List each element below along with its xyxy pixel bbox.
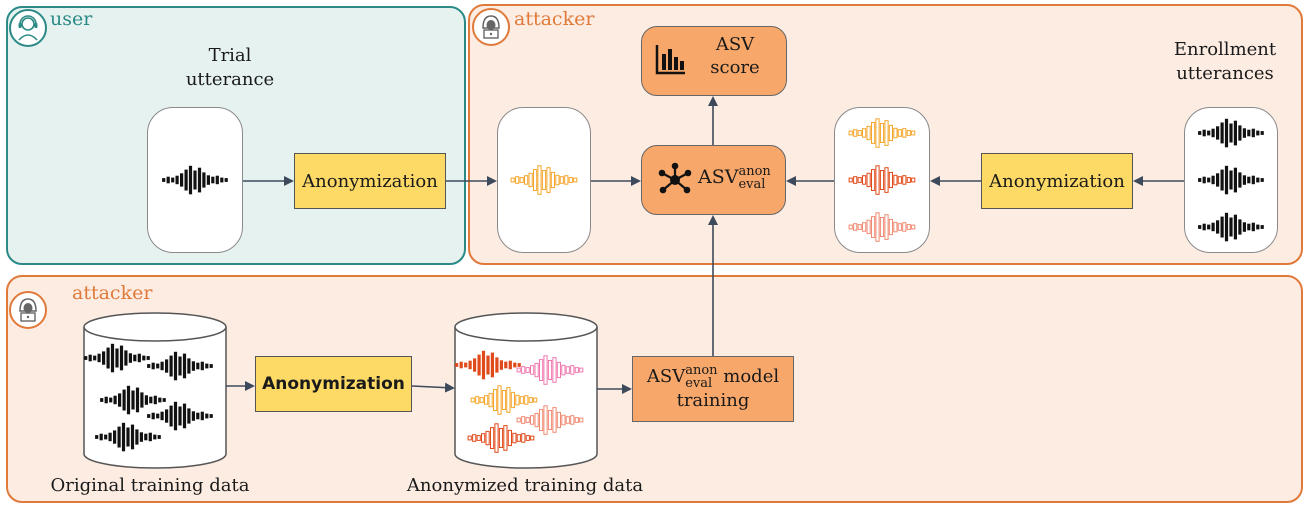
trial-label-line2: utterance bbox=[185, 69, 275, 91]
asv-score-line2: score bbox=[710, 56, 760, 78]
asv-eval-sup: anon bbox=[738, 164, 771, 179]
hooded-hacker-icon bbox=[472, 8, 510, 46]
trial-label-line1: Trial bbox=[208, 45, 252, 66]
anonymization-box-enrollment: Anonymization bbox=[981, 153, 1133, 209]
anonymized-enrollment-box bbox=[834, 107, 930, 253]
training-line2: training bbox=[676, 390, 750, 411]
training-sub: eval bbox=[685, 376, 713, 391]
anonymized-training-data-label: Anonymized training data bbox=[406, 475, 644, 496]
asv-eval-node bbox=[641, 145, 786, 215]
anonymization-box-user: Anonymization bbox=[294, 153, 446, 209]
trial-utterance-label: Trial utterance bbox=[160, 44, 300, 93]
enrollment-box bbox=[1184, 107, 1278, 253]
asv-score-line1: ASV bbox=[715, 34, 755, 55]
headset-user-icon bbox=[9, 9, 47, 47]
training-base: ASV bbox=[646, 366, 686, 387]
anonymization-box-training: Anonymization bbox=[255, 356, 412, 412]
training-sup: anon bbox=[685, 363, 718, 378]
anonymized-trial-box bbox=[497, 107, 591, 253]
trial-utterance-box bbox=[147, 107, 243, 253]
network-node-icon bbox=[656, 161, 694, 203]
enrollment-label-line1: Enrollment bbox=[1173, 39, 1277, 60]
hooded-hacker-icon bbox=[9, 291, 47, 329]
asv-model-training-box bbox=[632, 356, 794, 422]
asv-score-text: ASV score bbox=[690, 34, 780, 79]
bar-chart-icon bbox=[654, 42, 688, 80]
attacker-top-label: attacker bbox=[514, 8, 595, 30]
user-panel-label: user bbox=[50, 8, 93, 30]
asv-eval-sub: eval bbox=[738, 177, 766, 192]
attacker-bottom-label: attacker bbox=[72, 282, 153, 304]
original-training-data-label: Original training data bbox=[50, 475, 250, 496]
training-suffix: model bbox=[717, 366, 780, 387]
enrollment-label-line2: utterances bbox=[1176, 63, 1274, 85]
asv-eval-base: ASV bbox=[698, 166, 739, 188]
enrollment-utterances-label: Enrollment utterances bbox=[1150, 38, 1300, 87]
